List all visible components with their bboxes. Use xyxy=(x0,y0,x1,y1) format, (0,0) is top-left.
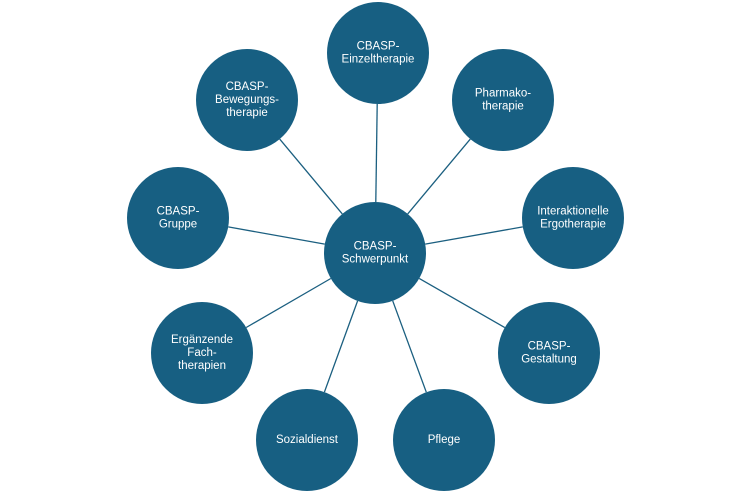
node-einzeltherapie-label-line: Einzeltherapie xyxy=(342,54,415,66)
node-ergotherapie-label-line: Interaktionelle xyxy=(537,206,609,218)
node-gruppe: CBASP-Gruppe xyxy=(127,167,229,269)
node-gruppe-circle xyxy=(127,167,229,269)
node-bewegungstherapie: CBASP-Bewegungs-therapie xyxy=(196,49,298,151)
node-einzeltherapie-circle xyxy=(327,2,429,104)
node-fachtherapien-label-line: Fach- xyxy=(187,347,217,359)
node-pharmakotherapie-circle xyxy=(452,49,554,151)
node-sozialdienst-circle xyxy=(256,389,358,491)
connector-fachtherapien xyxy=(245,277,332,329)
node-gruppe-label-line: Gruppe xyxy=(159,219,197,231)
node-gestaltung-circle xyxy=(498,302,600,404)
connector-pflege xyxy=(392,300,427,393)
node-ergotherapie-label-line: Ergotherapie xyxy=(540,219,606,231)
node-pflege: Pflege xyxy=(393,389,495,491)
node-fachtherapien-label-line: Ergänzende xyxy=(171,334,233,346)
node-sozialdienst-label-line: Sozialdienst xyxy=(276,434,339,446)
connectors xyxy=(228,103,523,393)
node-bewegungstherapie-label-line: therapie xyxy=(226,107,268,119)
center-node-label-line: Schwerpunkt xyxy=(342,254,409,266)
node-bewegungstherapie-label-line: Bewegungs- xyxy=(215,94,279,106)
node-fachtherapien-label-line: therapien xyxy=(178,360,226,372)
node-pharmakotherapie-label-line: Pharmako- xyxy=(475,88,531,100)
node-ergotherapie-circle xyxy=(522,167,624,269)
node-sozialdienst: Sozialdienst xyxy=(256,389,358,491)
center-node-circle xyxy=(324,202,426,304)
node-bewegungstherapie-circle xyxy=(196,49,298,151)
connector-pharmakotherapie xyxy=(407,138,471,215)
node-gestaltung-label-line: CBASP- xyxy=(528,341,571,353)
node-fachtherapien-circle xyxy=(151,302,253,404)
center-node-label-line: CBASP- xyxy=(354,241,397,253)
nodes: CBASP-SchwerpunktCBASP-EinzeltherapiePha… xyxy=(127,2,624,491)
connector-gestaltung xyxy=(418,277,506,329)
node-bewegungstherapie-label-line: CBASP- xyxy=(226,81,269,93)
connector-sozialdienst xyxy=(323,300,359,393)
center-node: CBASP-Schwerpunkt xyxy=(324,202,426,304)
connector-bewegungstherapie xyxy=(279,138,343,215)
connector-ergotherapie xyxy=(425,226,523,245)
node-pharmakotherapie: Pharmako-therapie xyxy=(452,49,554,151)
connector-einzeltherapie xyxy=(375,103,378,203)
node-pflege-label-line: Pflege xyxy=(428,434,461,446)
node-gruppe-label-line: CBASP- xyxy=(157,206,200,218)
node-gestaltung: CBASP-Gestaltung xyxy=(498,302,600,404)
node-pflege-circle xyxy=(393,389,495,491)
node-pharmakotherapie-label-line: therapie xyxy=(482,101,524,113)
node-einzeltherapie: CBASP-Einzeltherapie xyxy=(327,2,429,104)
node-gestaltung-label-line: Gestaltung xyxy=(521,354,577,366)
connector-gruppe xyxy=(228,226,325,245)
node-einzeltherapie-label-line: CBASP- xyxy=(357,41,400,53)
